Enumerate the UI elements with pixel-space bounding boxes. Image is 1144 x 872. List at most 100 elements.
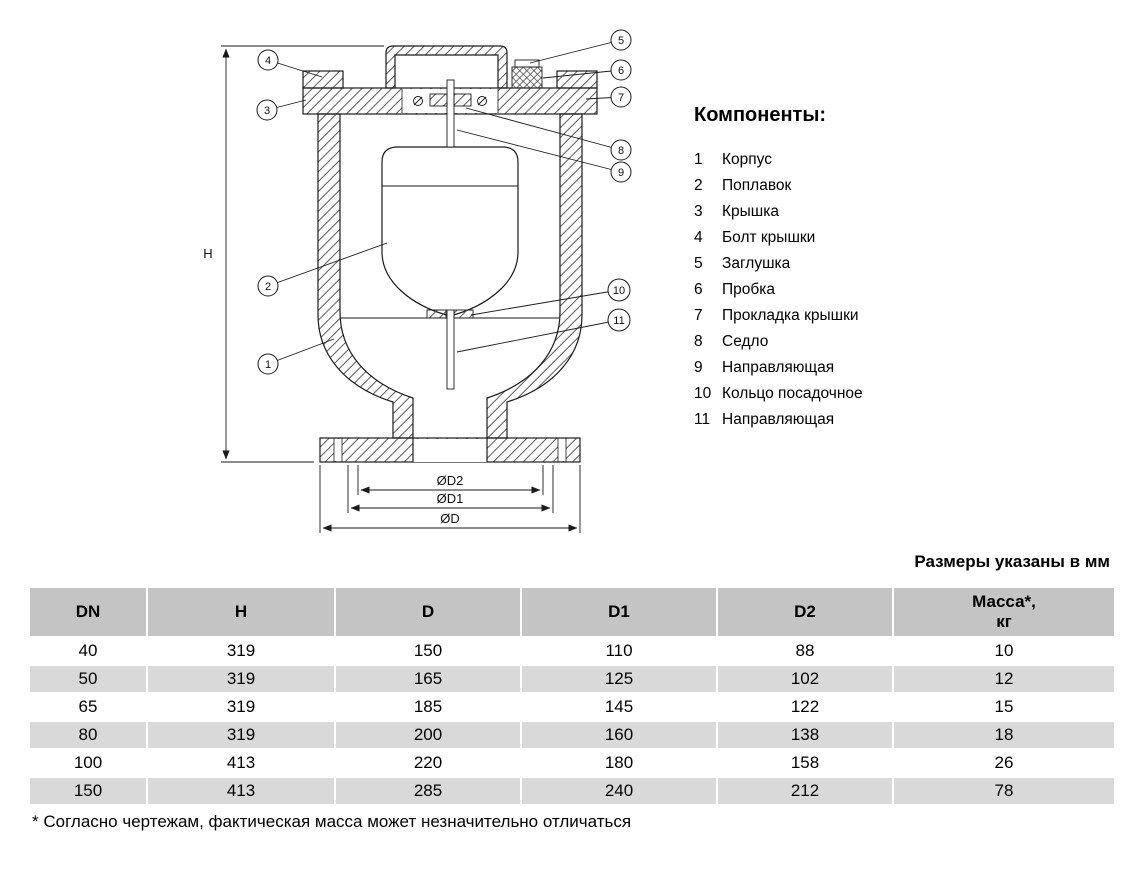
component-label: Крышка — [722, 203, 779, 220]
svg-text:11: 11 — [613, 315, 624, 327]
callout-6: 6 — [610, 59, 632, 81]
table-cell: 165 — [336, 666, 520, 692]
column-header: DN — [30, 588, 146, 636]
table-cell: 50 — [30, 666, 146, 692]
component-label: Прокладка крышки — [722, 307, 859, 324]
components-title: Компоненты: — [694, 104, 827, 126]
components-panel: Компоненты: 1 Корпус 2 Поплавок 3 Крышка 4 Болт… — [694, 104, 1114, 433]
column-header: Масса*, кг — [894, 588, 1114, 636]
svg-text:7: 7 — [618, 92, 624, 104]
component-item: 4 Болт крышки — [694, 225, 1114, 251]
guide-stem-top — [446, 79, 455, 148]
table-cell: 220 — [336, 750, 520, 776]
table-cell: 122 — [718, 694, 892, 720]
component-number: 10 — [694, 385, 712, 402]
table-cell: 100 — [30, 750, 146, 776]
column-header: D2 — [718, 588, 892, 636]
svg-text:6: 6 — [618, 65, 624, 77]
component-number: 11 — [694, 411, 711, 428]
component-number: 4 — [694, 229, 703, 246]
component-label: Направляющая — [722, 411, 835, 428]
float — [381, 146, 519, 317]
seat-ring-right — [453, 309, 474, 319]
svg-text:2: 2 — [265, 281, 271, 293]
table-cell: 15 — [894, 694, 1114, 720]
seat-left — [429, 93, 448, 107]
valve-hood — [385, 45, 508, 89]
seat-ring-left — [426, 309, 447, 319]
table-cell: 319 — [148, 638, 334, 664]
svg-text:10: 10 — [613, 285, 625, 297]
component-label: Пробка — [722, 281, 776, 298]
callout-11: 11 — [607, 308, 631, 332]
table-cell: 185 — [336, 694, 520, 720]
component-item: 2 Поплавок — [694, 173, 1114, 199]
table-cell: 18 — [894, 722, 1114, 748]
callout-9: 9 — [610, 161, 632, 183]
table-cell: 285 — [336, 778, 520, 804]
table-cell: 40 — [30, 638, 146, 664]
callout-1: 1 — [257, 353, 279, 375]
svg-text:4: 4 — [265, 55, 271, 67]
component-number: 2 — [694, 177, 703, 194]
component-number: 5 — [694, 255, 703, 272]
component-item: 1 Корпус — [694, 147, 1114, 173]
table-cell: 319 — [148, 694, 334, 720]
component-label: Поплавок — [722, 177, 792, 194]
table-cell: 78 — [894, 778, 1114, 804]
svg-text:3: 3 — [264, 105, 270, 117]
table-cell: 65 — [30, 694, 146, 720]
component-item: 5 Заглушка — [694, 251, 1114, 277]
component-number: 3 — [694, 203, 703, 220]
component-number: 1 — [694, 151, 703, 168]
seat-right — [453, 93, 472, 107]
component-label: Заглушка — [722, 255, 791, 272]
svg-text:1: 1 — [265, 359, 271, 371]
table-cell: 138 — [718, 722, 892, 748]
dimension-lines — [221, 45, 581, 533]
table-cell: 212 — [718, 778, 892, 804]
callout-4: 4 — [257, 49, 279, 71]
column-header: H — [148, 588, 334, 636]
table-cell: 150 — [336, 638, 520, 664]
cover-vent-holes — [413, 96, 487, 106]
mass-footnote: * Согласно чертежам, фактическая масса м… — [32, 812, 632, 831]
table-cell: 150 — [30, 778, 146, 804]
table-cell: 158 — [718, 750, 892, 776]
plug-body — [511, 66, 543, 89]
dim-d-label: ØD — [440, 511, 460, 526]
table-cell: 125 — [522, 666, 716, 692]
table-cell: 88 — [718, 638, 892, 664]
dim-h-label: H — [203, 246, 212, 261]
cover-bolt-left — [302, 70, 344, 89]
component-number: 6 — [694, 281, 703, 298]
component-label: Болт крышки — [722, 229, 816, 246]
callout-7: 7 — [610, 86, 632, 108]
svg-text:5: 5 — [618, 35, 624, 47]
component-label: Корпус — [722, 151, 772, 168]
table-cell: 10 — [894, 638, 1114, 664]
table-cell: 160 — [522, 722, 716, 748]
table-cell: 80 — [30, 722, 146, 748]
table-cell: 240 — [522, 778, 716, 804]
plug-cap — [514, 59, 540, 68]
svg-text:9: 9 — [618, 167, 624, 179]
components-items: 1 Корпус 2 Поплавок 3 Крышка 4 Болт крышки 5 Загл… — [694, 147, 1114, 433]
component-item: 3 Крышка — [694, 199, 1114, 225]
callout-5: 5 — [610, 29, 632, 51]
table-cell: 145 — [522, 694, 716, 720]
callout-3: 3 — [256, 99, 278, 121]
component-item: 11 Направляющая — [694, 407, 1114, 433]
table-cell: 26 — [894, 750, 1114, 776]
cover-bolt-right — [556, 70, 598, 89]
